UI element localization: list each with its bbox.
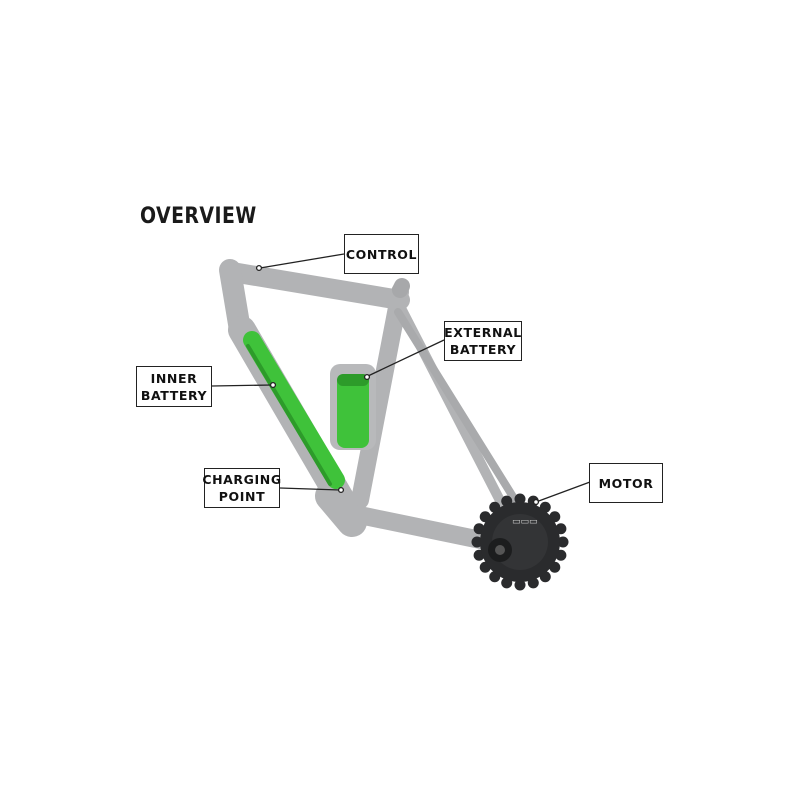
leader-dot-control xyxy=(255,264,263,272)
leader-dot-charging-point xyxy=(337,486,345,494)
leader-lines xyxy=(211,253,591,506)
callout-charging-point-line1: CHARGING xyxy=(202,472,282,487)
callout-external-battery-line1: EXTERNAL xyxy=(444,325,522,340)
callout-control: CONTROL xyxy=(344,234,419,274)
callout-motor-label: MOTOR xyxy=(598,475,654,491)
callout-external-battery: EXTERNAL BATTERY xyxy=(444,321,522,361)
callout-motor: MOTOR xyxy=(589,463,663,503)
callout-inner-battery-line2: BATTERY xyxy=(140,387,208,403)
leader-inner-battery xyxy=(211,384,273,387)
callout-charging-point-line2: POINT xyxy=(218,489,266,504)
sprocket-tooth xyxy=(514,579,526,591)
sprocket-tooth xyxy=(514,493,526,505)
callout-inner-battery: INNER BATTERY xyxy=(136,366,212,407)
motor-brand-mark: ▭▭▭ xyxy=(512,517,538,527)
sprocket-tooth xyxy=(471,536,483,548)
sprocket-tooth xyxy=(557,536,569,548)
callout-external-battery-line2: BATTERY xyxy=(449,342,517,357)
leader-charging-point xyxy=(279,487,341,491)
leader-control xyxy=(259,253,345,269)
callout-control-label: CONTROL xyxy=(345,246,418,262)
inner-battery-graphic xyxy=(243,331,345,489)
leader-dot-motor xyxy=(532,498,540,506)
motor-hub-icon: ▭▭▭ xyxy=(471,493,569,591)
leader-external-battery xyxy=(367,339,445,377)
callout-charging-point: CHARGING POINT xyxy=(202,468,282,508)
leader-dot-inner-battery xyxy=(269,381,277,389)
callout-inner-battery-line1: INNER xyxy=(150,370,198,386)
external-battery-graphic xyxy=(330,364,376,450)
page-title: OVERVIEW xyxy=(140,204,257,229)
leader-dot-external-battery xyxy=(363,373,371,381)
leader-motor xyxy=(535,481,591,503)
